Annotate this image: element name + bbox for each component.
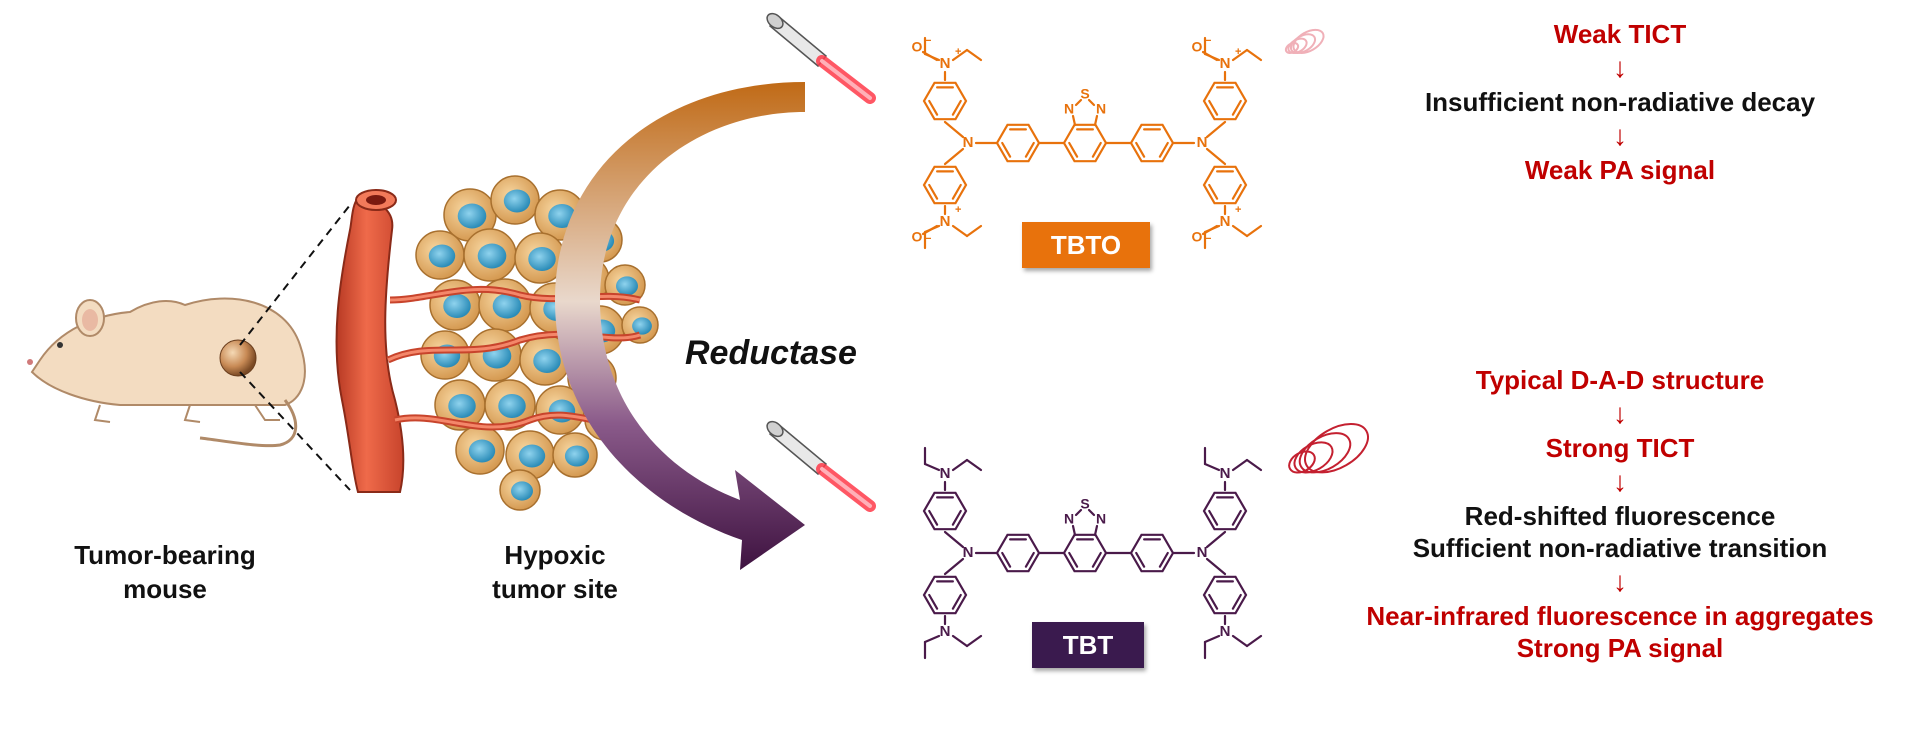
bottom-flow-line1: Typical D-A-D structure	[1475, 365, 1765, 395]
tbt-label-box: TBT	[1032, 622, 1144, 668]
nitrogen-atom: N	[1064, 511, 1074, 527]
cell-nucleus	[428, 244, 456, 268]
cell-nucleus	[457, 203, 487, 229]
top-flow: Weak TICT ↓ Insufficient non-radiative d…	[1360, 18, 1880, 186]
oxygen-atom: O	[912, 229, 923, 245]
cell-nucleus	[564, 445, 590, 467]
cell-nucleus	[477, 243, 507, 269]
cell-nucleus	[548, 204, 576, 228]
tbt-label: TBT	[1062, 629, 1114, 660]
bottom-flow: Typical D-A-D structure ↓ Strong TICT ↓ …	[1340, 364, 1900, 664]
cell-nucleus	[492, 293, 522, 319]
bottom-flow-arrow3: ↓	[1613, 566, 1627, 597]
plus-charge: +	[1235, 46, 1241, 58]
cell-nucleus	[518, 444, 546, 468]
mouse-illustration	[27, 297, 306, 448]
reductase-arrow	[555, 82, 805, 570]
bottom-flow-line6: Strong PA signal	[1516, 633, 1724, 663]
cell-nucleus	[448, 394, 476, 418]
tbto-label: TBTO	[1050, 229, 1122, 260]
tbto-label-box: TBTO	[1022, 222, 1150, 268]
bottom-flow-arrow1: ↓	[1613, 398, 1627, 429]
nitrogen-atom: N	[1096, 101, 1106, 117]
nitrogen-atom: N	[1220, 55, 1231, 72]
oxygen-atom: O	[1192, 229, 1203, 245]
nitrogen-atom: N	[940, 55, 951, 72]
sulfur-atom: S	[1080, 86, 1089, 102]
nitrogen-atom: N	[1220, 465, 1231, 482]
cell-nucleus	[616, 276, 638, 296]
cell-nucleus	[528, 247, 556, 271]
bottom-flow-line2: Strong TICT	[1545, 433, 1695, 463]
heat-wave-icon	[1288, 423, 1369, 474]
top-flow-arrow1: ↓	[1613, 52, 1627, 83]
minus-charge: −	[925, 35, 931, 47]
bottom-flow-line3: Red-shifted fluorescence	[1464, 501, 1776, 531]
cell-nucleus	[533, 349, 561, 373]
oxygen-atom: O	[912, 39, 923, 55]
plus-charge: +	[1235, 204, 1241, 216]
cell-nucleus	[503, 189, 531, 213]
biology-illustration	[27, 82, 805, 570]
mouse-caption-line1: Tumor-bearing	[74, 540, 256, 570]
nitrogen-atom: N	[1197, 544, 1208, 561]
bottom-flow-line4: Sufficient non-radiative transition	[1412, 533, 1828, 563]
nitrogen-atom: N	[1197, 134, 1208, 151]
cell-nucleus	[443, 294, 471, 318]
nitrogen-atom: N	[1096, 511, 1106, 527]
nitrogen-atom: N	[963, 134, 974, 151]
plus-charge: +	[955, 46, 961, 58]
heat-wave-icon	[1284, 28, 1325, 55]
top-flow-line2: Insufficient non-radiative decay	[1424, 87, 1816, 117]
top-flow-line3: Weak PA signal	[1524, 155, 1716, 185]
nitrogen-atom: N	[940, 623, 951, 640]
nitrogen-atom: N	[940, 213, 951, 230]
top-flow-line1: Weak TICT	[1553, 19, 1687, 49]
minus-charge: −	[1205, 35, 1211, 47]
nitrogen-atom: N	[1220, 623, 1231, 640]
nitrogen-atom: N	[940, 465, 951, 482]
oxygen-atom: O	[1192, 39, 1203, 55]
top-flow-arrow2: ↓	[1613, 120, 1627, 151]
cell-nucleus	[511, 481, 533, 501]
nitrogen-atom: N	[963, 544, 974, 561]
tumor-caption: Hypoxic tumor site	[430, 538, 680, 606]
cell-nucleus	[498, 394, 526, 418]
tumor-caption-line1: Hypoxic	[504, 540, 606, 570]
mouse-caption-line2: mouse	[123, 574, 207, 604]
sulfur-atom: S	[1080, 496, 1089, 512]
mouse-caption: Tumor-bearing mouse	[40, 538, 290, 606]
cell-nucleus	[632, 317, 652, 335]
reductase-label: Reductase	[685, 334, 857, 372]
minus-charge: −	[1205, 233, 1211, 245]
plus-charge: +	[955, 204, 961, 216]
tumor-caption-line2: tumor site	[492, 574, 618, 604]
bottom-flow-arrow2: ↓	[1613, 466, 1627, 497]
zoom-line-top	[239, 204, 351, 346]
laser-pointer-icon	[766, 12, 876, 104]
minus-charge: −	[925, 233, 931, 245]
blood-vessel	[335, 189, 642, 493]
nitrogen-atom: N	[1064, 101, 1074, 117]
laser-pointer-icon	[766, 420, 876, 512]
bottom-flow-line5: Near-infrared fluorescence in aggregates	[1366, 601, 1874, 631]
cell-nucleus	[468, 439, 496, 463]
nitrogen-atom: N	[1220, 213, 1231, 230]
